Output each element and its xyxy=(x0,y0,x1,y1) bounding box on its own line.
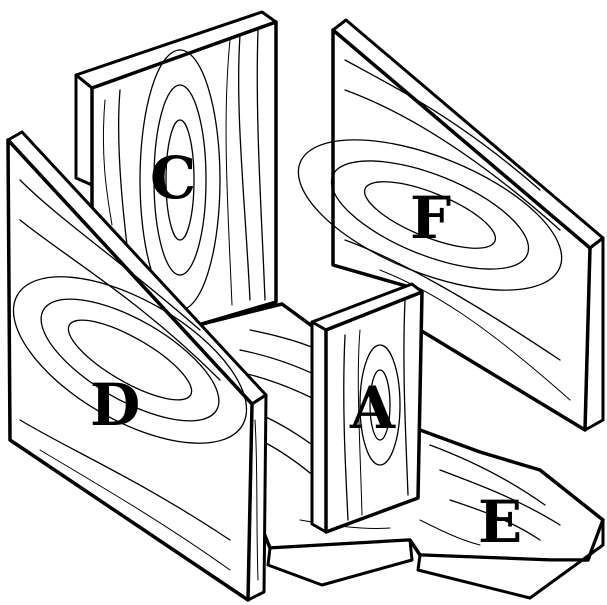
panel-label-e: E xyxy=(478,488,522,556)
board-e-front-edge xyxy=(268,540,412,585)
board-a-side-edge xyxy=(312,322,326,532)
panel-label-f: F xyxy=(410,184,451,252)
panel-label-c: C xyxy=(150,144,196,212)
panel-label-a: A xyxy=(349,374,396,442)
board-c-side-edge xyxy=(76,75,92,185)
board-a: A xyxy=(312,284,422,532)
panel-label-d: D xyxy=(90,371,140,439)
